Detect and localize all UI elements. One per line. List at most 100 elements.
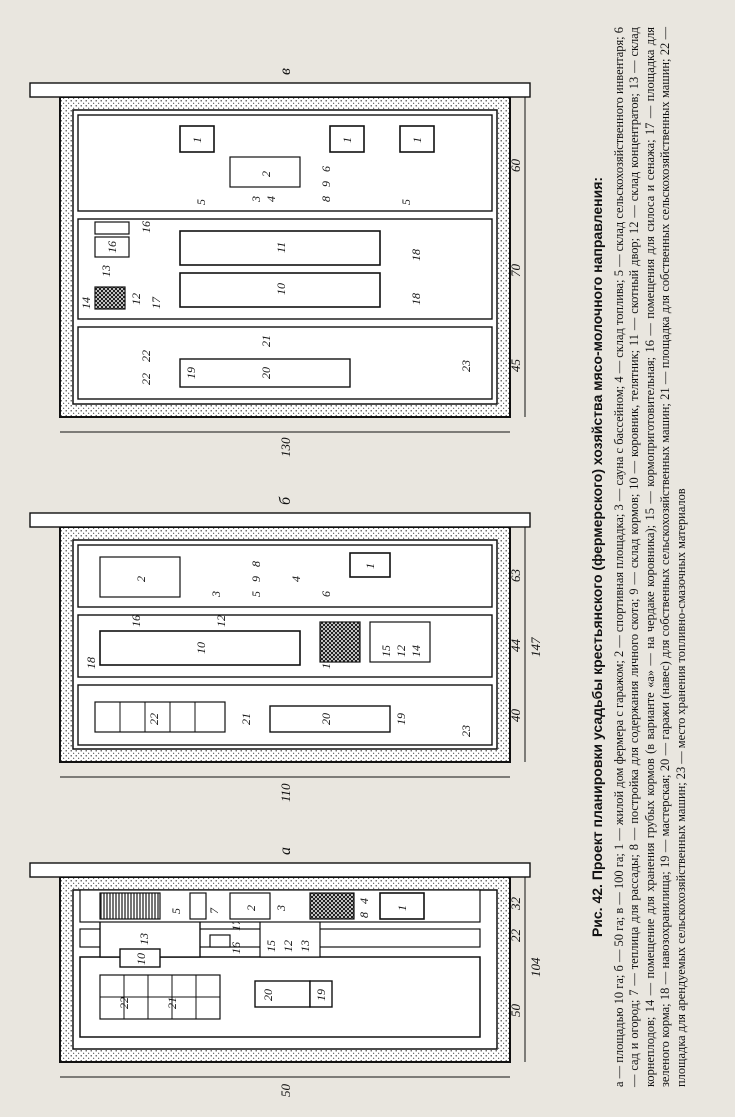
plan-a-label-5: 5 (169, 908, 183, 914)
plan-c-label-5: 5 (194, 199, 208, 205)
plan-c-house-3 (399, 125, 435, 153)
plan-c-label-16b: 16 (139, 221, 153, 233)
plan-a-seg-3: 32 (508, 897, 523, 912)
plan-a-letter: а (277, 847, 294, 855)
figure-caption: Рис. 42. Проект планировки усадьбы крест… (589, 27, 689, 1087)
plan-a-width-dim: 50 (278, 1084, 293, 1098)
plan-c-label-10: 10 (274, 283, 288, 295)
plan-a-label-16: 16 (229, 942, 243, 954)
plan-b-label-8: 8 (249, 561, 263, 567)
plan-c-label-13: 13 (99, 265, 113, 277)
plan-b: 22 21 20 19 23 10 16 12 17 18 15 12 14 2… (29, 496, 543, 802)
caption-legend: а — площадью 10 га; б — 50 га; в — 100 г… (611, 27, 688, 1087)
plan-c-label-5b: 5 (399, 199, 413, 205)
plan-b-label-16: 16 (129, 615, 143, 627)
plan-b-width-dim: 110 (278, 783, 293, 802)
plan-b-label-4: 4 (289, 576, 303, 582)
plan-c-label-1c: 1 (410, 137, 424, 143)
plan-c-label-17: 17 (149, 296, 163, 309)
plan-a-label-13b: 13 (298, 940, 312, 952)
plan-b-seg-3: 63 (508, 569, 523, 583)
plan-b-green-feed (319, 621, 361, 663)
plan-a-label-15: 15 (264, 940, 278, 952)
plan-b-house (349, 552, 391, 578)
plan-c-green-feed (94, 286, 126, 310)
plan-c-label-4: 4 (264, 196, 278, 202)
plan-c-road (29, 82, 531, 98)
plan-a-label-12: 12 (281, 940, 295, 952)
plan-c-silage-1 (94, 236, 130, 258)
plan-a-label-7: 7 (207, 907, 221, 914)
plan-a-total-dim: 104 (528, 957, 543, 977)
plan-b-seg-1: 40 (508, 709, 523, 723)
plan-a-label-10: 10 (134, 953, 148, 965)
plan-a-label-21: 21 (165, 997, 179, 1009)
plan-b-cowshed (99, 630, 301, 666)
plan-c-cowshed (179, 272, 381, 308)
plan-a-label-20: 20 (261, 989, 275, 1001)
plan-b-label-20: 20 (319, 713, 333, 725)
plan-a-cowshed (119, 948, 161, 968)
plan-a-label-19: 19 (314, 989, 328, 1001)
plan-b-machinery-yard (94, 701, 226, 733)
plan-a-seg-1: 50 (508, 1004, 523, 1018)
plan-c-label-3: 3 (249, 196, 263, 203)
plan-b-label-2: 2 (134, 576, 148, 582)
plan-c-label-1b: 1 (340, 137, 354, 143)
plan-c-label-16: 16 (105, 241, 119, 253)
plan-a-label-4: 4 (357, 898, 371, 904)
plan-a-label-8: 8 (357, 912, 371, 918)
plan-a-label-22: 22 (117, 997, 131, 1009)
plan-c-label-8: 8 (319, 196, 333, 202)
plan-c-seg-2: 70 (508, 264, 523, 278)
plan-b-road (29, 512, 531, 528)
plan-b-label-1: 1 (363, 563, 377, 569)
plan-a-greenhouse (189, 892, 207, 920)
plan-b-label-9: 9 (249, 576, 263, 582)
plan-c-garage (179, 358, 351, 388)
plan-a-garden (99, 892, 161, 920)
plan-a-livestock-shed (309, 892, 355, 920)
plan-b-label-3: 3 (209, 591, 223, 598)
caption-title: Рис. 42. Проект планировки усадьбы крест… (589, 176, 605, 938)
plan-c-label-2: 2 (259, 171, 273, 177)
plan-b-label-14: 14 (409, 645, 423, 657)
plan-b-total-dim: 147 (528, 637, 543, 657)
plan-b-label-12: 12 (214, 615, 228, 627)
plan-b-label-23: 23 (459, 725, 473, 737)
plan-c-cattle-yard (179, 230, 381, 266)
plan-a-workshop (309, 980, 333, 1008)
plan-a-house (379, 892, 425, 920)
plan-c-label-20: 20 (259, 367, 273, 379)
plan-c-label-9: 9 (319, 181, 333, 187)
plan-a: 22 21 20 19 13 10 16 15 12 13 17 5 7 2 3… (29, 847, 543, 1098)
plan-c-letter: в (277, 68, 294, 75)
plan-b-label-22: 22 (147, 713, 161, 725)
plan-c-label-19: 19 (184, 367, 198, 379)
plan-c-sport-ground (229, 156, 301, 188)
plan-b-label-21: 21 (239, 713, 253, 725)
plan-c-label-23: 23 (459, 360, 473, 372)
plan-a-label-1: 1 (395, 905, 409, 911)
plan-c-label-14: 14 (79, 297, 93, 309)
plan-b-garage (269, 705, 391, 733)
plan-c-label-21: 21 (259, 335, 273, 347)
plan-c-label-12: 12 (129, 293, 143, 305)
plan-a-road (29, 862, 531, 878)
plan-c-label-1: 1 (190, 137, 204, 143)
plan-b-seg-2: 44 (508, 639, 523, 653)
plan-b-label-10: 10 (194, 642, 208, 654)
plan-b-label-5: 5 (249, 591, 263, 597)
plan-c-label-6: 6 (319, 166, 333, 172)
plan-c-label-18: 18 (409, 293, 423, 305)
plan-b-letter: б (277, 496, 294, 505)
plan-c-seg-1: 45 (508, 359, 523, 373)
plan-c: 22 22 20 19 21 23 10 11 17 12 14 13 16 1… (29, 68, 531, 457)
plan-c-house-1 (179, 125, 215, 153)
plan-b-label-12b: 12 (394, 645, 408, 657)
plan-a-label-3: 3 (274, 905, 288, 912)
plan-a-sport-ground (229, 892, 271, 920)
